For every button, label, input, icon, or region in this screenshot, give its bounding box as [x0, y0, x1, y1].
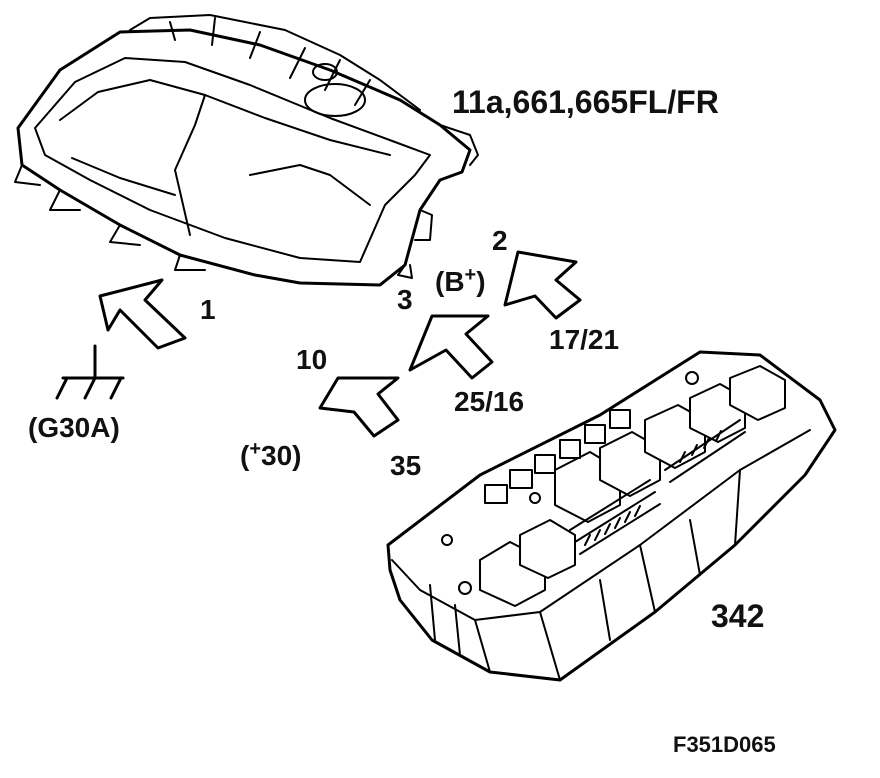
plus-30-label: (+30) [240, 438, 302, 471]
pin-17-21-label: 17/21 [549, 324, 620, 355]
ground-label: (G30A) [28, 412, 120, 443]
connector-arrow-icon [98, 278, 187, 350]
arrow-3-label: 3 [397, 284, 413, 315]
connector-arrow-icon [318, 376, 400, 438]
headlamp-drawing [14, 14, 479, 287]
ground-symbol-icon [55, 344, 125, 400]
pin-25-16-label: 25/16 [454, 386, 525, 417]
connector-arrow-icon [408, 314, 494, 380]
figure-id: F351D065 [673, 732, 776, 757]
headlamp-label: 11a,661,665FL/FR [452, 84, 719, 120]
b-plus-label: (B+) [435, 264, 486, 297]
fuse-relay-box-drawing [386, 350, 837, 682]
fuse-box-label: 342 [711, 598, 765, 634]
connector-arrow-icon [503, 250, 582, 320]
arrow-2-label: 2 [492, 225, 508, 256]
arrow-1-label: 1 [200, 294, 216, 325]
pin-35-label: 35 [390, 450, 422, 481]
arrow-10-label: 10 [296, 344, 328, 375]
